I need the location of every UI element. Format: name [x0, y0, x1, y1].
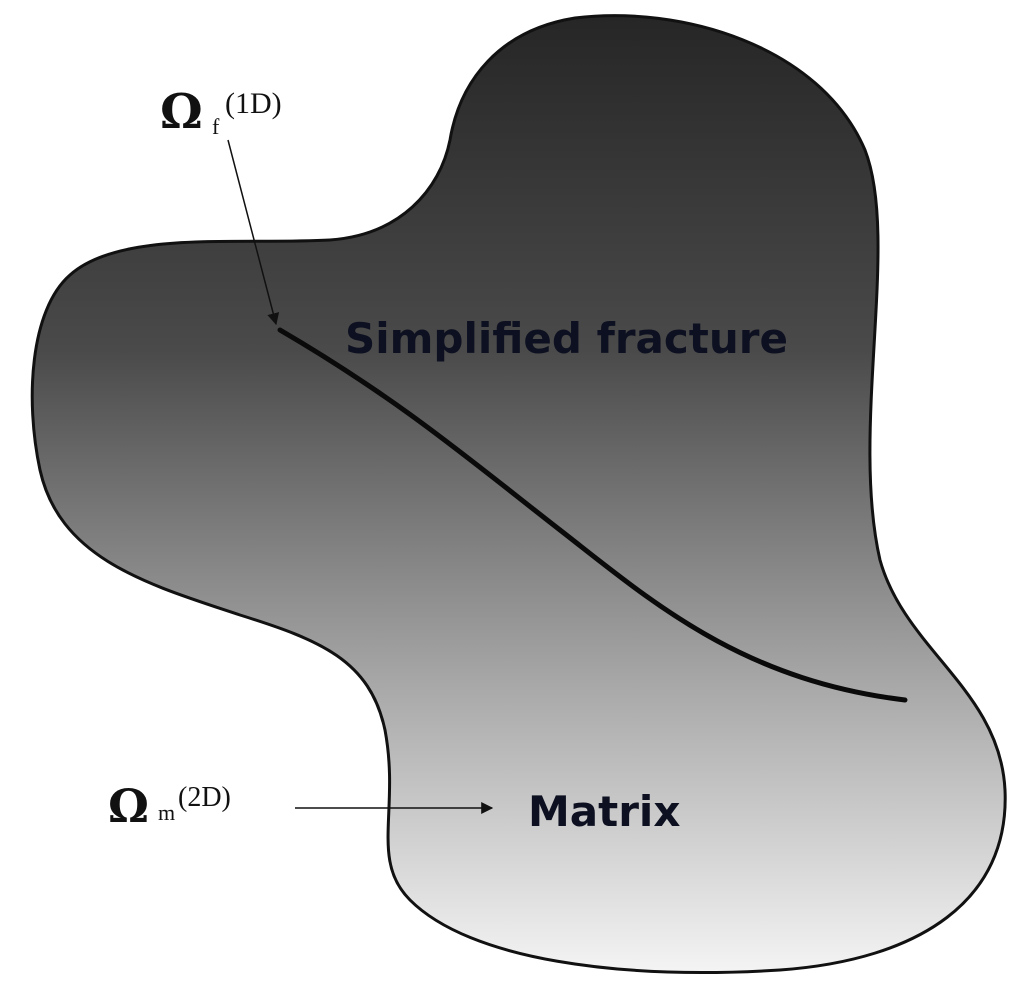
fracture-subscript: f	[212, 114, 220, 139]
matrix-subscript: m	[158, 800, 175, 825]
matrix-dimension: (2D)	[178, 782, 231, 813]
matrix-domain	[30, 14, 1007, 974]
fracture-pointer-arrow	[227, 139, 280, 326]
fracture-dimension: (1D)	[225, 87, 282, 120]
matrix-domain-symbol: Ω m (2D)	[108, 779, 231, 833]
matrix-omega-symbol: Ω	[108, 779, 149, 833]
fracture-region-label: Simplified fracture	[345, 314, 788, 363]
fracture-omega-symbol: Ω	[160, 84, 203, 140]
fracture-line	[277, 327, 908, 703]
fracture-domain-symbol: Ω f (1D)	[160, 84, 282, 140]
matrix-region-label: Matrix	[528, 787, 680, 836]
